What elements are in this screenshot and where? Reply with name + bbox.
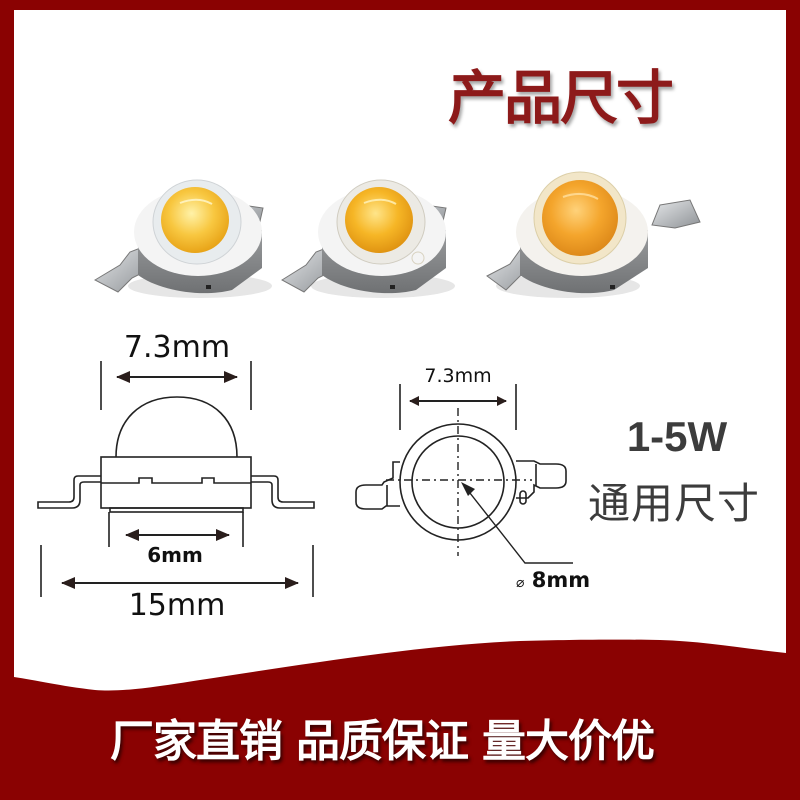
top-lens-width-label: 7.3mm — [424, 365, 492, 387]
page-title: 产品尺寸 — [448, 64, 674, 132]
slogan-quality-guarantee: 品质保证 — [296, 716, 469, 767]
side-base-width-label: 6mm — [147, 543, 203, 567]
led-2 — [281, 179, 455, 298]
slogan-factory-direct: 厂家直销 — [110, 716, 283, 767]
diameter-value: 8mm — [531, 568, 591, 592]
universal-size-label: 通用尺寸 — [587, 479, 760, 528]
slogan-bulk-discount: 量大价优 — [482, 716, 655, 767]
led-3 — [486, 171, 701, 298]
diameter-icon: ⌀ — [516, 575, 525, 591]
wattage-label: 1-5W — [626, 413, 728, 460]
led-1 — [93, 179, 272, 298]
side-lens-width-label: 7.3mm — [123, 330, 231, 365]
side-total-width-label: 15mm — [128, 588, 226, 623]
footer-slogans: 厂家直销品质保证量大价优 — [110, 712, 790, 772]
diameter-label: ⌀ 8mm — [516, 567, 606, 596]
